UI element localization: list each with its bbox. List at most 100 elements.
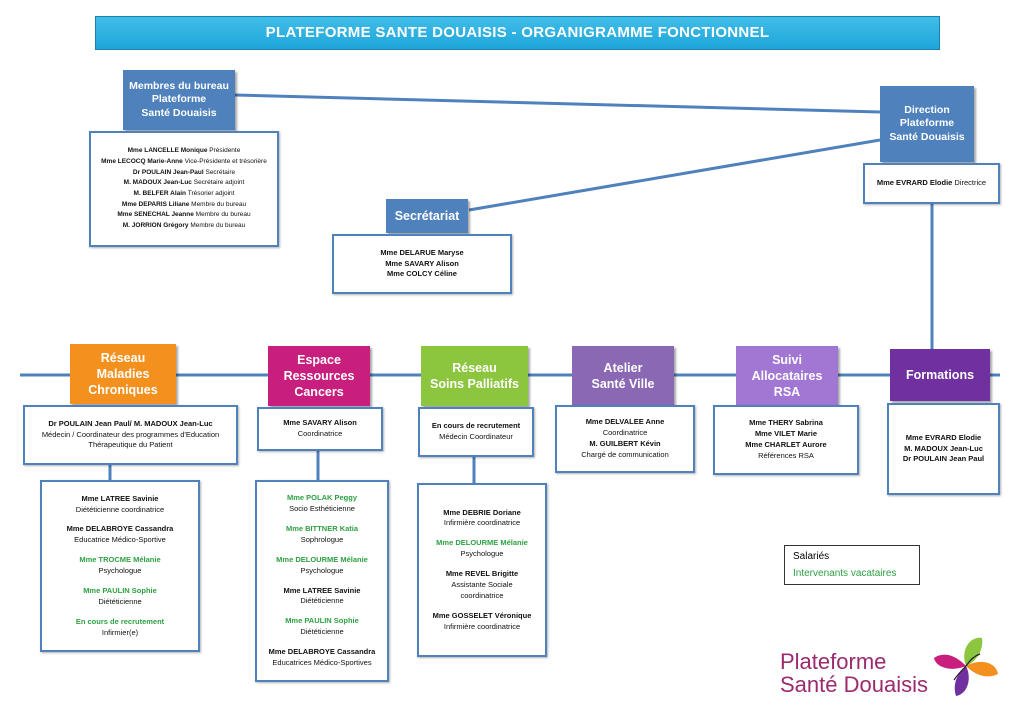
- staff-name: Mme BITTNER Katia: [285, 524, 359, 533]
- staff-name: Mme POLAK Peggy: [286, 493, 357, 503]
- staff-name: Mme PAULIN Sophie: [83, 585, 157, 595]
- department-header-line: RSA: [773, 385, 801, 400]
- secretariat-member: Mme DELARUE Maryse: [380, 247, 464, 257]
- department-header-line: Atelier: [603, 360, 643, 375]
- lead-line: Dr POULAIN Jean Paul: [902, 454, 985, 464]
- department-header-line: Maladies: [96, 366, 150, 381]
- staff-name: Mme DEBRIE Doriane: [443, 507, 521, 517]
- department-header-ressources-cancers: Espace Ressources Cancers: [268, 346, 370, 406]
- lead-line: Thérapeutique du Patient: [88, 440, 173, 450]
- staff-name: Mme LATREE Savinie: [283, 585, 361, 595]
- page-title: PLATEFORME SANTE DOUAISIS - ORGANIGRAMME…: [95, 16, 940, 50]
- department-lead-box-formations: Mme EVRARD Elodie M. MADOUX Jean-Luc Dr …: [887, 403, 1000, 495]
- direction-header-line-2: Plateforme: [899, 117, 955, 130]
- staff-role: Educatrices Médico-Sportives: [272, 657, 372, 667]
- department-staff-box-ressources-cancers: Mme POLAK Peggy Socio Esthéticienne Mme …: [255, 480, 389, 682]
- bureau-member: Mme SENECHAL Jeanne Membre du bureau: [117, 211, 251, 219]
- staff-role: Infirmier(e): [101, 627, 139, 637]
- department-staff-box-soins-palliatifs: Mme DEBRIE Doriane Infirmière coordinatr…: [417, 483, 547, 657]
- staff-name: Mme DELOURME Mélanie: [436, 538, 528, 548]
- department-lead-box-suivi-allocataires-rsa: Mme THERY Sabrina Mme VILET Marie Mme CH…: [713, 405, 859, 475]
- department-header-line: Santé Ville: [591, 377, 655, 391]
- legend-vacataires: Intervenants vacataires: [793, 568, 897, 579]
- secretariat-member: Mme COLCY Céline: [387, 269, 457, 279]
- butterfly-logo-icon: [934, 637, 998, 696]
- legend: Salariés Intervenants vacataires: [784, 545, 920, 585]
- lead-line: Dr POULAIN Jean Paul/ M. MADOUX Jean-Luc: [48, 418, 213, 428]
- staff-role: Socio Esthéticienne: [289, 504, 355, 514]
- department-header-line: Espace: [297, 352, 341, 367]
- staff-role: Infirmière coordinatrice: [443, 518, 521, 528]
- bureau-member: M. MADOUX Jean-Luc Secrétaire adjoint: [123, 179, 245, 187]
- lead-line: Mme EVRARD Elodie: [905, 432, 982, 442]
- staff-name: Mme PAULIN Sophie: [285, 616, 359, 626]
- lead-line: Médecin / Coordinateur des programmes d'…: [41, 429, 220, 439]
- department-staff-box-maladies-chroniques: Mme LATREE Savinie Diététicienne coordin…: [40, 480, 200, 652]
- legend-salaries: Salariés: [793, 551, 830, 562]
- staff-role: Diététicienne: [98, 596, 142, 606]
- bureau-member: M. BELFER Alain Trésorier adjoint: [133, 190, 235, 197]
- lead-line: Références RSA: [758, 450, 814, 460]
- staff-name: Mme DELOURME Mélanie: [276, 554, 368, 564]
- lead-line: Coordinatrice: [602, 428, 648, 438]
- lead-line: Médecin Coordinateur: [439, 432, 513, 441]
- staff-role: Sophrologue: [300, 534, 344, 544]
- department-header-line: Suivi Allocataires: [751, 352, 823, 383]
- lead-line: M. MADOUX Jean-Luc: [904, 443, 983, 453]
- department-header-line: Chroniques: [88, 383, 158, 398]
- secretariat-header: Secrétariat: [386, 199, 468, 233]
- direction-header-line-3: Santé Douaisis: [889, 130, 965, 143]
- bureau-header-line-1: Membres du bureau: [129, 79, 229, 92]
- department-lead-box-ressources-cancers: Mme SAVARY Alison Coordinatrice: [257, 407, 383, 451]
- lead-line: M. GUILBERT Kévin: [589, 439, 661, 448]
- direction-header: Direction Plateforme Santé Douaisis: [880, 86, 974, 162]
- lead-line: Mme DELVALEE Anne: [585, 417, 665, 427]
- department-header-formations: Formations: [890, 349, 990, 401]
- staff-name: Mme TROCME Mélanie: [79, 555, 161, 565]
- logo-line-2: Santé Douaisis: [780, 672, 928, 698]
- staff-role: Educatrice Médico-Sportive: [74, 535, 166, 545]
- department-header-line: Soins Palliatifs: [430, 377, 519, 391]
- staff-role: Assistante Sociale coordinatrice: [451, 579, 513, 600]
- department-header-suivi-allocataires-rsa: Suivi Allocataires RSA: [736, 346, 838, 406]
- plateforme-logo: Plateforme Santé Douaisis: [780, 630, 1010, 710]
- logo-text: Plateforme Santé Douaisis: [780, 650, 928, 696]
- staff-name: Mme DELABROYE Cassandra: [268, 647, 376, 656]
- lead-line: Mme SAVARY Alison: [283, 418, 357, 428]
- lead-line: Chargé de communication: [581, 449, 669, 459]
- logo-line-1: Plateforme: [780, 649, 887, 674]
- bureau-members-box: Mme LANCELLE Monique Présidente Mme LECO…: [89, 131, 279, 247]
- department-header-line: Réseau: [452, 360, 497, 375]
- direction-header-line-1: Direction: [904, 103, 950, 116]
- bureau-member: Mme LANCELLE Monique Présidente: [127, 147, 241, 155]
- department-lead-box-maladies-chroniques: Dr POULAIN Jean Paul/ M. MADOUX Jean-Luc…: [23, 405, 238, 465]
- staff-name: Mme DELABROYE Cassandra: [66, 524, 174, 534]
- department-header-line: Cancers: [294, 385, 344, 400]
- staff-role: Diététicienne: [300, 596, 344, 606]
- lead-line: En cours de recrutement: [431, 421, 521, 431]
- lead-line: Mme VILET Marie: [754, 429, 818, 439]
- staff-role: Diététicienne coordinatrice: [75, 504, 165, 514]
- lead-line: Mme CHARLET Aurore: [745, 440, 827, 449]
- bureau-header: Membres du bureau Plateforme Santé Douai…: [123, 70, 235, 130]
- department-header-soins-palliatifs: Réseau Soins Palliatifs: [421, 346, 528, 406]
- direction-member: Mme EVRARD Elodie Directrice: [876, 178, 987, 188]
- staff-role: Psychologue: [98, 566, 142, 575]
- staff-name: Mme REVEL Brigitte: [445, 569, 519, 579]
- staff-name: Mme GOSSELET Véronique: [432, 610, 532, 620]
- bureau-header-line-2: Plateforme: [151, 93, 207, 106]
- secretariat-members-box: Mme DELARUE Maryse Mme SAVARY Alison Mme…: [332, 234, 512, 294]
- department-header-line: Ressources: [283, 368, 355, 383]
- department-lead-box-soins-palliatifs: En cours de recrutement Médecin Coordina…: [418, 407, 534, 457]
- department-header-line: Formations: [905, 367, 975, 382]
- lead-line: Coordinatrice: [297, 429, 343, 438]
- bureau-member: Mme LECOCQ Marie-Anne Vice-Présidente et…: [101, 157, 267, 165]
- department-header-line: Réseau: [100, 350, 146, 365]
- staff-name: Mme LATREE Savinie: [81, 493, 159, 503]
- staff-role: Diététicienne: [300, 627, 344, 637]
- staff-role: Infirmière coordinatrice: [443, 621, 521, 631]
- department-lead-box-atelier-sante-ville: Mme DELVALEE Anne Coordinatrice M. GUILB…: [555, 405, 695, 473]
- staff-role: Psychologue: [460, 549, 504, 559]
- bureau-member: M. JORRION Grégory Membre du bureau: [122, 222, 246, 230]
- staff-name: En cours de recrutement: [75, 616, 165, 626]
